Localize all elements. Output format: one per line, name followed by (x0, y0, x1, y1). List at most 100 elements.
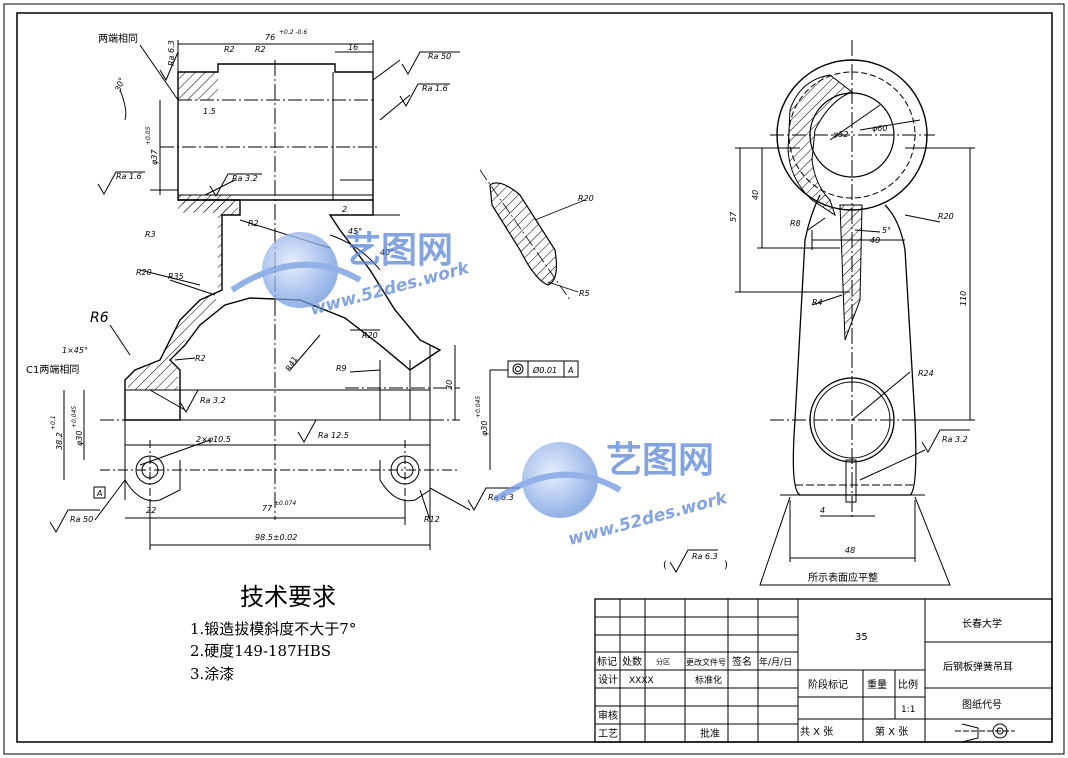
tb-drawing-no: 图纸代号 (962, 698, 1002, 711)
roughness-symbols (49, 40, 520, 534)
dim-r4: R4 (812, 298, 823, 307)
ra-6-3-top: Ra 6.3 (167, 40, 176, 66)
requirement-2: 2.硬度149-187HBS (190, 642, 331, 660)
watermark-2: 艺图网 www.52des.work (493, 440, 731, 550)
general-roughness-symbol (669, 549, 718, 574)
dim-r2-b: R2 (255, 45, 266, 54)
outer-border (3, 3, 1065, 755)
tb-weight: 重量 (867, 678, 887, 691)
title-block (594, 598, 1053, 743)
dim-r6: R6 (90, 310, 109, 326)
dim-r2-d: R2 (195, 354, 206, 363)
dim-r8: R8 (790, 219, 801, 228)
section-r20: R20 (578, 194, 594, 203)
ra-1-6-left: Ra 1.6 (116, 172, 142, 181)
general-roughness-paren-close: ) (724, 560, 728, 571)
tb-date: 年/月/日 (759, 656, 792, 668)
dim-57: 57 (729, 211, 738, 222)
dim-38-2: 38.2 (55, 432, 64, 450)
tb-approve: 批准 (700, 727, 720, 740)
watermark-2-cn: 艺图网 (606, 440, 714, 481)
dim-d52: φ52 (833, 130, 848, 139)
ra-50-top: Ra 50 (428, 52, 451, 61)
dim-77: 77 (262, 504, 273, 513)
tb-standard: 标准化 (695, 674, 722, 686)
dim-2: 2 (342, 205, 347, 214)
ra-12-5: Ra 12.5 (318, 431, 349, 440)
dim-30deg: 30° (113, 76, 126, 92)
dim-r9: R9 (336, 364, 347, 373)
dim-30: 30 (445, 380, 454, 390)
dim-top-length: 76 (265, 33, 275, 42)
dim-d37-tol: +0.05 (145, 126, 152, 145)
dim-top-tol: +0.2 -0.6 (279, 29, 307, 36)
tb-process: 工艺 (598, 728, 618, 740)
dim-110: 110 (959, 291, 968, 306)
left-view (63, 40, 508, 550)
dim-r35: R35 (168, 272, 184, 281)
dim-5deg: 5° (882, 226, 891, 235)
dim-r2-c: R2 (248, 219, 259, 228)
note-flat-surface: 所示表面应平整 (808, 571, 878, 584)
dim-1-5: 1.5 (203, 107, 216, 116)
tb-change-doc: 更改文件号 (686, 657, 726, 667)
dim-40-horizontal: 40 (870, 236, 880, 245)
tb-scale: 比例 (898, 678, 918, 691)
dim-r20: R20 (136, 268, 152, 277)
dim-r20-right: R20 (938, 212, 954, 221)
tolerance-value: Ø0.01 (532, 365, 557, 375)
tb-sheet-number: 第 X 张 (875, 725, 908, 738)
dim-r24: R24 (918, 369, 934, 378)
ra-symbol-right (921, 429, 970, 454)
tb-stage: 阶段标记 (808, 678, 848, 691)
tb-scale-value: 1:1 (901, 705, 915, 715)
dim-r20-b: R20 (362, 331, 378, 340)
tb-part-name: 后钢板弹簧吊耳 (943, 660, 1013, 673)
dim-r3: R3 (145, 230, 156, 239)
datum-label: A (96, 489, 102, 498)
ra-3-2-right: Ra 3.2 (942, 435, 968, 444)
tolerance-frame: Ø0.01 A (507, 360, 579, 378)
dim-40deg: 40° (380, 248, 394, 257)
dim-45deg: 45° (348, 227, 362, 236)
dim-40-vertical: 40 (751, 190, 760, 200)
dim-d37: φ37 (150, 149, 159, 165)
tb-zone: 分区 (656, 657, 670, 666)
dim-d30-right-tol: +0.045 (475, 396, 482, 418)
requirement-3: 3.涂漆 (190, 665, 234, 683)
tb-designer: XXXX (629, 676, 654, 686)
ra-3-2-mid: Ra 3.2 (232, 174, 258, 183)
dim-d60: φ60 (872, 124, 887, 133)
tb-mark: 标记 (597, 656, 617, 668)
note-chamfer: C1两端相同 (26, 363, 79, 376)
dim-d30-right: φ30 (480, 421, 489, 436)
watermark-1-cn: 艺图网 (345, 230, 453, 271)
dim-77-tol: ±0.074 (274, 500, 296, 507)
inner-border (16, 12, 1053, 743)
tb-school: 长春大学 (962, 617, 1002, 630)
watermark-1: 艺图网 www.52des.work (230, 230, 473, 320)
dim-22: 22 (146, 506, 156, 515)
dim-38-2-tol: +0.1 (50, 415, 57, 430)
tb-total-sheets: 共 X 张 (800, 726, 833, 738)
ra-1-6-right: Ra 1.6 (422, 84, 448, 93)
tb-material-no: 35 (855, 632, 868, 643)
dim-48: 48 (845, 546, 855, 555)
general-roughness: Ra 6.3 (692, 552, 718, 561)
dim-r2-a: R2 (224, 45, 235, 54)
requirement-1: 1.锻造拔模斜度不大于7° (190, 620, 356, 638)
ra-50-low: Ra 50 (70, 515, 93, 524)
ra-3-2-low: Ra 3.2 (200, 396, 226, 405)
chamfer-label: 1×45° (62, 346, 88, 355)
tolerance-datum: A (567, 366, 573, 375)
general-roughness-paren-open: ( (663, 560, 667, 571)
dim-16: 16 (348, 43, 358, 52)
datum-box (93, 486, 106, 499)
dim-4: 4 (820, 506, 825, 515)
dim-98-5: 98.5±0.02 (255, 533, 297, 542)
section-r5: R5 (579, 289, 590, 298)
dim-d30-left-tol: +0.045 (71, 406, 78, 428)
dim-r41: R41 (284, 355, 300, 373)
note-both-ends: 两端相同 (98, 32, 138, 45)
